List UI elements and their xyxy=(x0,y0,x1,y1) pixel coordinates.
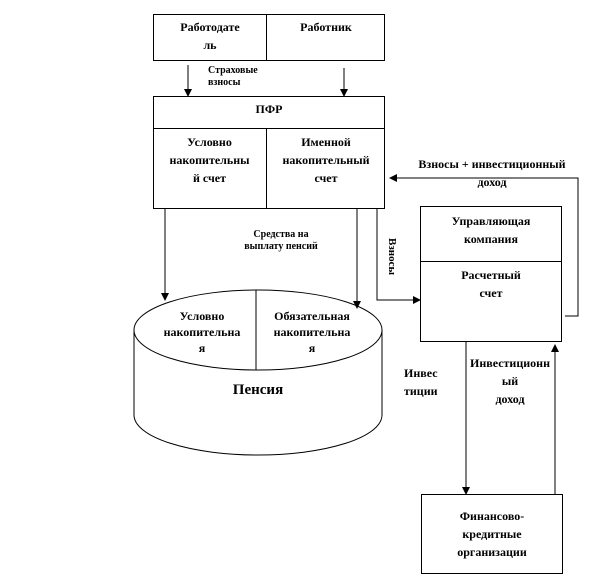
management-header-divider xyxy=(420,206,562,262)
pension-funds-label: Средства на выплату пенсий xyxy=(244,229,318,252)
settlement-account: Расчетный счет xyxy=(461,268,521,300)
insurance-contributions-label: Страховые взносы xyxy=(208,65,258,88)
financial-orgs-label: Финансово- кредитные организации xyxy=(457,509,527,559)
management-company-title: Управляющая компания xyxy=(451,214,531,246)
pfr-header-divider xyxy=(153,96,385,129)
employer-label: Работодате ль xyxy=(180,20,240,52)
pension-title: Пенсия xyxy=(232,382,284,398)
pension-conditional-label: Условно накопительна я xyxy=(163,309,241,355)
employee-label: Работник xyxy=(300,20,352,34)
pfr-personal-account: Именной накопительный счет xyxy=(282,135,370,185)
contributions-income-label: Взносы + инвестиционный доход xyxy=(418,157,566,189)
financial-orgs-box xyxy=(421,494,563,574)
pension-mandatory-label: Обязательная накопительна я xyxy=(273,309,351,355)
pfr-title: ПФР xyxy=(255,102,283,116)
pension-cylinder-body xyxy=(133,330,383,456)
investments-label: Инвес тиции xyxy=(404,366,438,398)
arrow-management-to-pfr xyxy=(389,174,579,317)
arrow-pfr-to-management xyxy=(376,209,421,304)
pfr-account-divider xyxy=(266,128,267,209)
employer-box xyxy=(153,14,267,61)
pfr-conditional-account: Условно накопительны й счет xyxy=(169,135,250,185)
contributions-vertical-label: Взносы xyxy=(386,238,398,276)
investment-income-label: Инвестиционн ый доход xyxy=(470,356,550,406)
